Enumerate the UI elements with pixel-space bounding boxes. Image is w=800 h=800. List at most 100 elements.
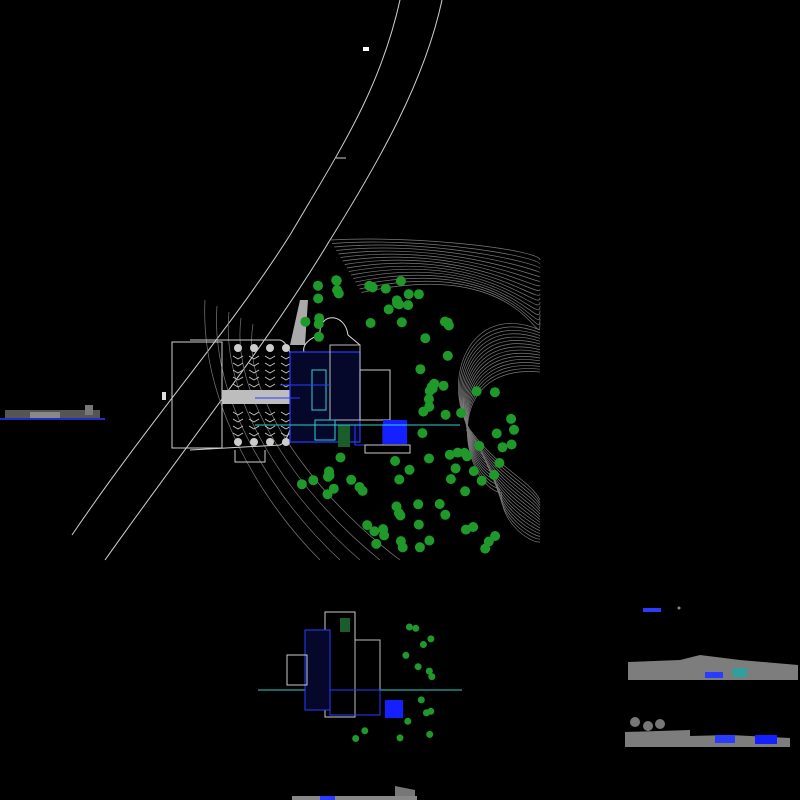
parking-stall — [248, 418, 260, 423]
parking-stalls — [232, 344, 292, 446]
tree — [371, 538, 382, 549]
tree — [396, 317, 407, 328]
tree — [434, 499, 445, 509]
contour-line — [350, 269, 541, 529]
pool — [383, 420, 407, 444]
contour-line — [348, 266, 541, 526]
tree — [396, 734, 404, 742]
island — [250, 344, 258, 352]
parking-stall — [232, 425, 244, 430]
parking-stall — [232, 355, 244, 360]
elevation-right-bottom — [625, 717, 790, 747]
tree — [383, 304, 394, 315]
tree — [405, 623, 413, 631]
marker — [363, 47, 369, 51]
tree — [424, 535, 435, 546]
elevation-left — [0, 405, 105, 420]
parking-stall — [264, 355, 276, 360]
contour-line — [344, 259, 541, 520]
tree — [509, 424, 519, 435]
parking-stall — [280, 432, 292, 437]
tree — [392, 298, 403, 309]
parking-stall — [248, 411, 260, 416]
parking-stall — [248, 355, 260, 360]
parking-stall — [232, 432, 244, 437]
parking-stall — [280, 376, 292, 381]
tree — [468, 466, 479, 477]
tree — [452, 447, 463, 458]
tree — [422, 709, 430, 717]
contour-line — [227, 311, 361, 561]
tree — [489, 387, 500, 398]
parking-stall — [232, 369, 244, 374]
tree — [413, 499, 424, 510]
tree — [404, 464, 415, 475]
island — [282, 438, 290, 446]
tree — [412, 624, 420, 632]
tree — [494, 458, 505, 468]
parking-stall — [264, 411, 276, 416]
tree — [404, 717, 412, 725]
tree — [362, 520, 373, 531]
section-bottom — [292, 786, 417, 800]
contour-line — [340, 253, 541, 515]
parking-stall — [264, 369, 276, 374]
tree — [450, 463, 461, 474]
tree — [324, 466, 334, 477]
tree — [403, 300, 414, 311]
tree — [497, 442, 508, 453]
tree — [365, 318, 376, 328]
house-plan — [255, 344, 460, 454]
tree — [331, 275, 342, 286]
parking-stall — [280, 362, 292, 367]
elevation-right-top — [628, 606, 798, 680]
tree — [445, 474, 456, 485]
tree — [402, 651, 410, 659]
tree — [415, 364, 426, 375]
parking-stall — [248, 383, 260, 388]
tree — [361, 727, 369, 735]
parking-stall — [248, 425, 260, 430]
contour-line — [346, 262, 541, 523]
parking-stall — [280, 411, 292, 416]
tree — [397, 542, 408, 553]
parking-stall — [232, 362, 244, 367]
tree — [414, 542, 425, 553]
parking-stall — [232, 376, 244, 381]
tree — [429, 378, 440, 389]
tree — [300, 316, 311, 327]
tree — [335, 452, 346, 463]
tree — [354, 482, 365, 492]
site-plan — [71, 0, 541, 561]
parking-stall — [264, 418, 276, 423]
tree — [414, 663, 422, 671]
parking-stall — [280, 369, 292, 374]
tree — [438, 380, 449, 391]
parking-stall — [232, 383, 244, 388]
driveway — [222, 390, 292, 404]
tree — [394, 508, 404, 519]
island — [250, 438, 258, 446]
tree — [332, 285, 343, 296]
tree — [424, 453, 434, 464]
island — [234, 438, 242, 446]
contour-line — [342, 256, 541, 518]
tree — [440, 409, 451, 420]
tree — [444, 449, 455, 460]
tree — [443, 320, 454, 331]
tree — [296, 479, 307, 490]
tree — [423, 394, 434, 405]
gate-mark — [162, 392, 166, 400]
tree — [428, 673, 436, 681]
floor-plan — [258, 611, 462, 718]
tree — [308, 475, 319, 486]
floor-plan-trees — [352, 623, 436, 742]
parking-stall — [248, 362, 260, 367]
contour-line — [216, 305, 341, 561]
tree — [413, 289, 424, 300]
tree — [506, 439, 517, 450]
tree — [474, 440, 485, 451]
contour-line — [251, 323, 401, 561]
tree — [352, 735, 360, 742]
